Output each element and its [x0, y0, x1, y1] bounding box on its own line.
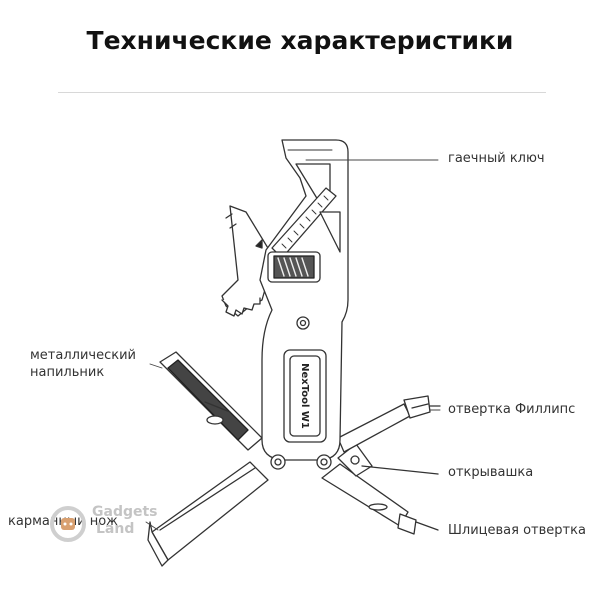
bottle-opener: [337, 443, 439, 477]
label-wrench: гаечный ключ: [448, 151, 545, 166]
watermark-logo-icon: [50, 506, 86, 542]
phillips-screwdriver: [337, 395, 441, 453]
knife-leader: [145, 521, 159, 531]
watermark-line1: Gadgets: [92, 504, 158, 520]
page-title: Технические характеристики: [86, 26, 514, 55]
label-flathead: Шлицевая отвертка: [448, 523, 586, 538]
label-phillips: отвертка Филлипс: [448, 402, 576, 417]
label-file-line1: металлический: [30, 348, 136, 363]
tool-body: [255, 139, 349, 470]
pocket-knife: [147, 461, 269, 567]
title-divider: [58, 92, 546, 93]
metal-file: [159, 351, 263, 451]
callout-lines: [145, 159, 441, 531]
file-leader: [149, 363, 163, 369]
watermark-line2: Land: [96, 521, 135, 537]
label-file-line2: напильник: [30, 365, 105, 380]
brand-text: NexTool W1: [299, 363, 310, 429]
flathead-screwdriver: [321, 463, 439, 535]
saw-blade: [221, 205, 275, 317]
label-opener: открывашка: [448, 465, 534, 480]
